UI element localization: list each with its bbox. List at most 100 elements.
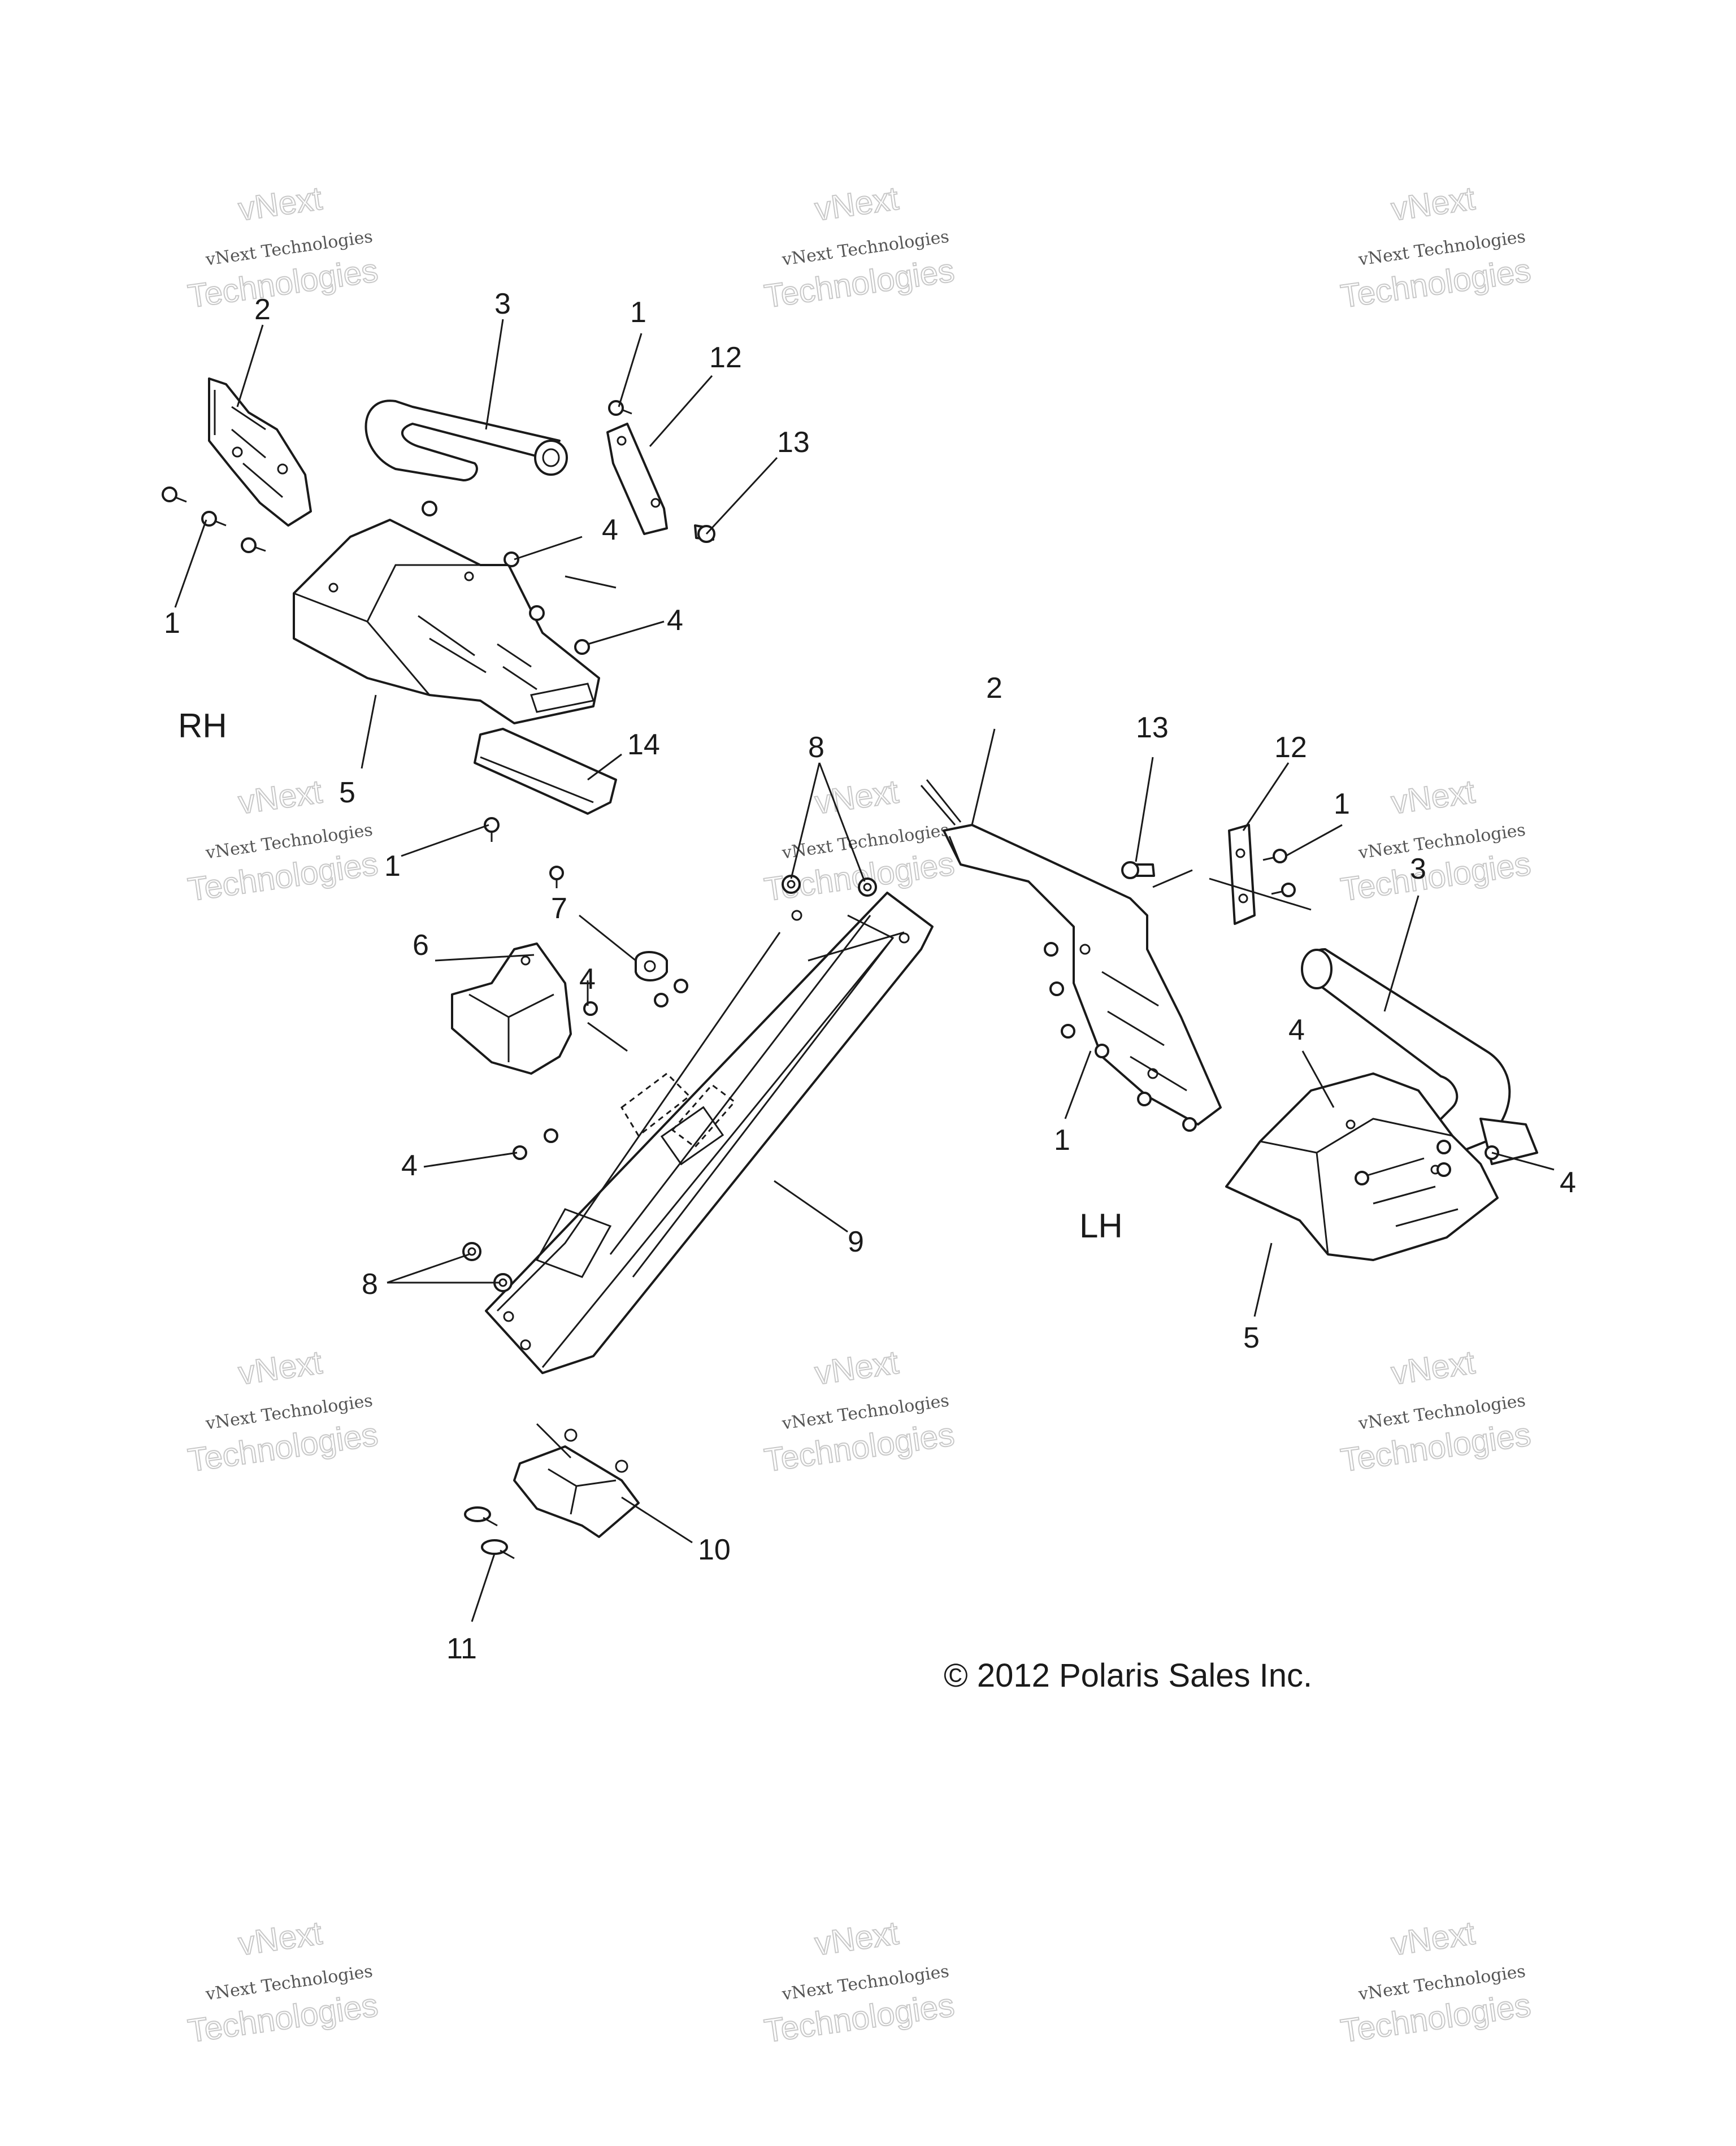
svg-text:vNext: vNext	[236, 180, 324, 228]
callout-4-center-a: 4	[579, 963, 596, 996]
part-6-side-bracket	[451, 942, 572, 1075]
callout-6: 6	[413, 929, 429, 962]
label-rh: RH	[178, 707, 227, 745]
svg-text:vNext: vNext	[1389, 1344, 1477, 1392]
callout-1-lh-bottom: 1	[1054, 1124, 1070, 1157]
rh-screw-1a	[162, 486, 187, 503]
watermark-bottom-center: vNext vNext Technologies Technologies	[761, 1914, 957, 2050]
callout-2-rh: 2	[254, 293, 271, 326]
svg-text:vNext: vNext	[236, 773, 324, 821]
part-10-lower-bracket	[513, 1428, 640, 1538]
lh-part-13-bolt	[1121, 861, 1155, 879]
lh-screw-a	[1044, 942, 1058, 957]
callout-1-rh-top: 1	[630, 296, 646, 329]
callout-5-lh: 5	[1243, 1322, 1260, 1354]
callout-8-bottom: 8	[362, 1268, 378, 1301]
rh-screw-1d	[608, 400, 632, 416]
center-screw-a	[549, 866, 564, 888]
callout-8-top: 8	[808, 731, 824, 764]
rh-part-13-bolt	[694, 524, 715, 543]
lh-part-5-housing	[1225, 1072, 1499, 1261]
label-lh: LH	[1079, 1207, 1123, 1245]
callout-4-rh-a: 4	[602, 514, 618, 546]
callout-4-center-b: 4	[401, 1149, 418, 1182]
callout-1-lh-top: 1	[1334, 788, 1350, 820]
callout-14: 14	[627, 728, 660, 761]
lh-screw-1b	[1271, 883, 1296, 897]
watermark-mid-center: vNext vNext Technologies Technologies	[761, 772, 957, 909]
callout-2-lh: 2	[986, 672, 1002, 705]
lh-screw-4b	[1436, 1140, 1451, 1154]
watermark-bottom-left: vNext vNext Technologies Technologies	[185, 1914, 380, 2050]
lh-screw-e	[1137, 1092, 1152, 1106]
callout-13-rh: 13	[777, 426, 810, 459]
lh-part-12-bracket	[1228, 824, 1256, 925]
svg-text:vNext: vNext	[1389, 773, 1477, 821]
part-11-rivet-a	[464, 1506, 498, 1527]
watermark-low-left: vNext vNext Technologies Technologies	[185, 1343, 380, 1479]
callout-4-lh-b: 4	[1560, 1166, 1576, 1199]
callout-5-rh: 5	[339, 776, 355, 809]
part-8-nut-top-right	[858, 877, 877, 897]
callout-1-rh-bottom: 1	[384, 850, 401, 883]
lh-screw-d	[1095, 1044, 1109, 1058]
rh-part-2-bracket-plate	[208, 377, 312, 527]
svg-text:vNext: vNext	[813, 1344, 901, 1392]
callout-12-lh: 12	[1274, 731, 1307, 764]
leader-lines	[174, 319, 1555, 1622]
watermark-top-left: vNext vNext Technologies Technologies	[185, 179, 380, 315]
part-7-clip	[635, 951, 668, 981]
rh-part-3-handle	[364, 399, 568, 481]
watermark-bottom-right: vNext vNext Technologies Technologies	[1338, 1914, 1533, 2050]
watermark-low-right: vNext vNext Technologies Technologies	[1338, 1343, 1533, 1479]
callout-7: 7	[551, 892, 567, 925]
svg-text:vNext: vNext	[813, 1914, 901, 1962]
callout-4-rh-b: 4	[667, 604, 683, 637]
lh-screw-4c	[1436, 1162, 1451, 1177]
lh-screw-1a	[1262, 849, 1287, 863]
callout-3-rh: 3	[494, 288, 511, 320]
center-screw-c	[674, 979, 688, 993]
copyright-notice: © 2012 Polaris Sales Inc.	[944, 1657, 1312, 1694]
svg-text:vNext: vNext	[236, 1914, 324, 1962]
svg-text:vNext: vNext	[1389, 180, 1477, 228]
rh-screw-4c	[529, 605, 545, 621]
rh-screw-1e	[484, 817, 500, 842]
watermark-mid-right: vNext vNext Technologies Technologies	[1338, 772, 1533, 909]
callouts: 2 3 1 12 13 1 4 4 RH 5 14 1 8 7 6 4 4 9 …	[164, 288, 1576, 1665]
lh-screw-b	[1049, 981, 1064, 996]
lh-screw-f	[1182, 1117, 1197, 1132]
callout-12-rh: 12	[709, 341, 742, 374]
callout-3-lh: 3	[1410, 853, 1426, 885]
part-8-nut-bottom-left	[462, 1242, 481, 1261]
part-9-channel	[485, 892, 934, 1374]
rh-part-14-angle-bracket	[474, 728, 617, 815]
part-8-nut-bottom-right	[493, 1273, 513, 1292]
lh-part-2-bracket-plate	[920, 779, 1222, 1126]
svg-text:vNext: vNext	[1389, 1914, 1477, 1962]
rh-screw-4d	[574, 639, 590, 655]
svg-text:vNext: vNext	[236, 1344, 324, 1392]
svg-text:vNext: vNext	[813, 180, 901, 228]
callout-4-lh-a: 4	[1288, 1014, 1305, 1046]
center-screw-e	[544, 1128, 558, 1143]
callout-9: 9	[848, 1226, 864, 1258]
callout-11: 11	[446, 1632, 477, 1665]
rh-screw-4a	[422, 501, 437, 516]
callout-1-rh-left: 1	[164, 607, 180, 640]
lh-screw-c	[1061, 1024, 1075, 1039]
rh-part-5-housing	[293, 519, 600, 724]
watermark-top-right: vNext vNext Technologies Technologies	[1338, 179, 1533, 315]
watermark-top-center: vNext vNext Technologies Technologies	[761, 179, 957, 315]
lh-screw-4a	[1355, 1171, 1369, 1185]
rh-screw-4b	[504, 551, 519, 567]
watermark-low-center: vNext vNext Technologies Technologies	[761, 1343, 957, 1479]
callout-10: 10	[698, 1534, 731, 1566]
center-screw-d	[583, 1001, 598, 1016]
part-11-rivet-b	[481, 1539, 515, 1559]
callout-13-lh: 13	[1136, 711, 1169, 744]
rh-screw-1c	[241, 537, 266, 553]
rh-part-12-bracket	[606, 423, 668, 535]
center-screw-b	[654, 993, 669, 1007]
